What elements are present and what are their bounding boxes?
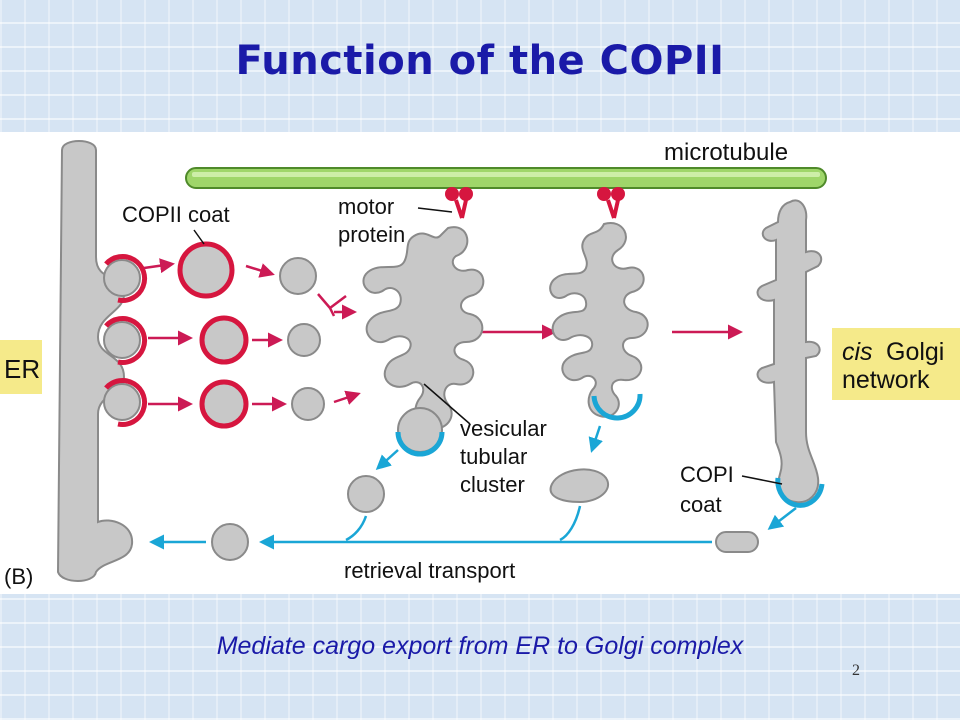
microtubule — [185, 167, 827, 189]
uncoated-vesicle-1 — [279, 257, 317, 295]
microtubule-highlight — [192, 172, 820, 177]
er-bud-3 — [103, 383, 141, 421]
arrow-fusion — [317, 293, 347, 317]
cis-golgi-label-network: network — [842, 366, 930, 394]
arrow-retro-golgi — [767, 507, 797, 530]
motor-label-2: protein — [338, 222, 405, 247]
copii-vesicle-2 — [199, 315, 249, 365]
arrow-retro-vtc2 — [588, 425, 603, 453]
vtc-pointer — [423, 383, 471, 425]
motor-protein-1 — [445, 187, 473, 219]
copi-vesicle-3 — [715, 531, 759, 553]
er-bud-2 — [103, 321, 141, 359]
er-label-box — [0, 340, 42, 394]
vtc-label-3: cluster — [460, 472, 525, 497]
arrow-join-1 — [345, 515, 368, 542]
microtubule-label: microtubule — [664, 139, 788, 166]
copii-coat-label: COPII coat — [122, 202, 230, 227]
er-membrane — [56, 140, 134, 582]
vtc-label-2: tubular — [460, 444, 527, 469]
cis-golgi-label-box — [832, 328, 960, 400]
er-bud-1 — [103, 259, 141, 297]
arrow-retro-vtc1 — [375, 449, 399, 471]
copi-coat-vtc1 — [395, 431, 445, 457]
cis-golgi-label-cis: cis — [842, 338, 873, 366]
copii-coat-bud-1 — [104, 253, 148, 303]
returning-vesicle — [211, 523, 249, 561]
copii-vesicle-1 — [177, 241, 235, 299]
motor-protein-2 — [597, 187, 625, 219]
copi-label-2: coat — [680, 492, 722, 517]
copi-vesicle-2 — [549, 468, 609, 504]
uncoated-vesicle-2 — [287, 323, 321, 357]
copi-pointer — [741, 475, 783, 485]
copii-diagram: ER cis Golgi network microtubule COPII c… — [0, 132, 960, 594]
slide-title: Function of the COPII — [235, 38, 725, 84]
copii-vesicle-3 — [199, 379, 249, 429]
arrow-bud-to-vesicle-1 — [143, 258, 175, 274]
page-number: 2 — [852, 662, 860, 679]
diagram-panel: ER cis Golgi network microtubule COPII c… — [0, 132, 960, 594]
motor-pointer — [417, 207, 453, 213]
arrow-join-2 — [559, 505, 582, 542]
arrow-fusion-lower — [333, 390, 361, 405]
retrieval-transport-label: retrieval transport — [344, 558, 515, 583]
copi-label-1: COPI — [680, 462, 734, 487]
panel-label: (B) — [4, 564, 33, 589]
er-label: ER — [4, 354, 40, 384]
copii-coat-bud-3 — [104, 377, 148, 427]
copii-coat-bud-2 — [104, 315, 148, 365]
copi-coat-vtc2 — [591, 393, 643, 421]
copi-vesicle-1 — [347, 475, 385, 513]
arrow-uncoat-1 — [245, 263, 275, 278]
slide-caption: Mediate cargo export from ER to Golgi co… — [216, 632, 744, 660]
copi-coat-golgi — [775, 477, 825, 508]
motor-label-1: motor — [338, 194, 394, 219]
copii-coat-pointer — [193, 229, 205, 245]
vtc-label-1: vesicular — [460, 416, 547, 441]
vtc-cluster-1 — [362, 226, 485, 430]
vtc-cluster-2 — [549, 221, 649, 418]
cis-golgi-label-golgi: Golgi — [886, 338, 944, 366]
uncoated-vesicle-3 — [291, 387, 325, 421]
